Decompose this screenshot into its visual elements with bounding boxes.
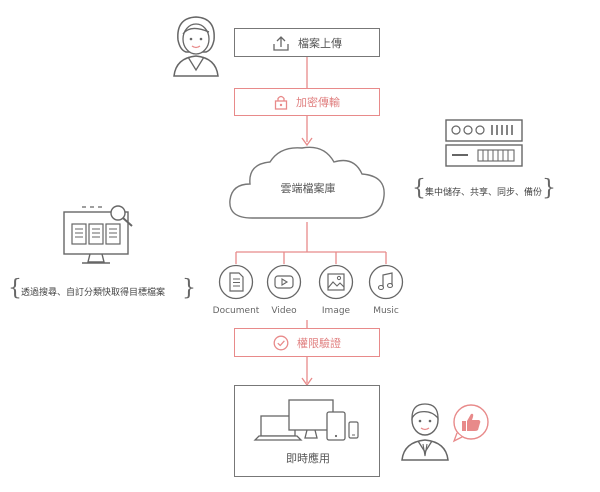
- encrypt-step-label: 加密傳輸: [296, 96, 340, 109]
- auth-step-box: 權限驗證: [234, 328, 380, 357]
- file-type-image-label: Image: [321, 306, 351, 316]
- apply-step-label: 即時應用: [286, 452, 330, 465]
- file-type-video-label: Video: [271, 306, 297, 316]
- image-icon: [318, 264, 354, 300]
- server-icon: [445, 119, 523, 167]
- left-note-text: 透過搜尋、自訂分類快取得目標檔案: [21, 288, 166, 298]
- document-icon: [218, 264, 254, 300]
- lock-icon: [274, 95, 288, 110]
- auth-step-label: 權限驗證: [297, 336, 341, 350]
- music-icon: [368, 264, 404, 300]
- encrypt-step-box: 加密傳輸: [234, 88, 380, 116]
- upload-icon: [273, 35, 289, 51]
- left-note-open-brace: {: [8, 276, 22, 301]
- file-type-document-label: Document: [212, 306, 260, 316]
- user-bottom-avatar-icon: [401, 403, 449, 461]
- upload-step-label: 檔案上傳: [298, 36, 342, 50]
- upload-step-box: 檔案上傳: [234, 28, 380, 57]
- left-note-close-brace: }: [182, 276, 196, 301]
- file-type-music-label: Music: [373, 306, 399, 316]
- devices-icon: [253, 399, 359, 441]
- right-note-close-brace: }: [542, 176, 556, 201]
- cloud-storage-icon: [229, 146, 385, 219]
- video-icon: [266, 264, 302, 300]
- apply-step-box: 即時應用: [234, 385, 380, 477]
- storage-step-label: 雲端檔案庫: [280, 182, 336, 195]
- search-monitor-icon: [63, 205, 133, 264]
- check-circle-icon: [273, 335, 289, 350]
- user-top-avatar-icon: [173, 16, 219, 77]
- right-note-open-brace: {: [412, 176, 426, 201]
- thumbs-up-bubble-icon: [452, 404, 489, 443]
- right-note-text: 集中儲存、共享、同步、備份: [425, 188, 543, 198]
